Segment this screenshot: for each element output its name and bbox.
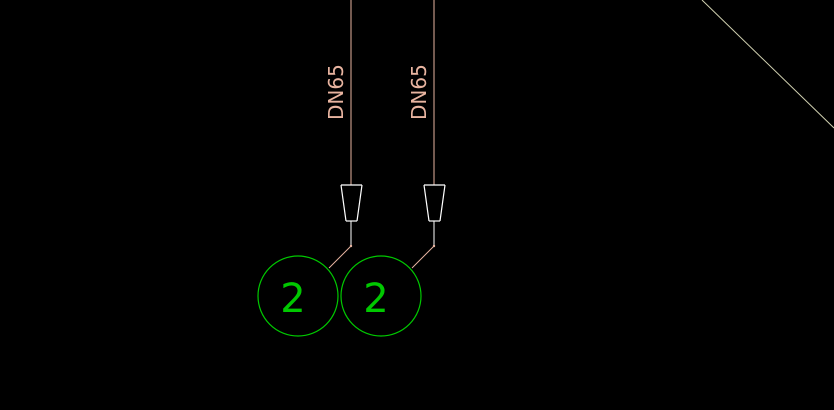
tag-number-2: 2: [363, 276, 388, 322]
tag-bubble-1[interactable]: 2: [257, 255, 339, 337]
tag-circle-1: [257, 255, 339, 337]
reducer-symbol-1: [340, 184, 363, 245]
pipe-assembly-2[interactable]: DN65 2: [340, 0, 446, 337]
tag-bubble-2[interactable]: 2: [340, 255, 422, 337]
leader-line-1: [328, 245, 352, 269]
pipe-end-dot-1: [349, 244, 353, 248]
reducer-symbol-2: [423, 184, 446, 245]
pipe-end-dot-2: [432, 244, 436, 248]
leader-line-2: [411, 245, 435, 269]
pipe-assembly-1[interactable]: DN65 2: [257, 0, 363, 337]
tag-number-1: 2: [280, 276, 305, 322]
pipe-size-label-1: DN65: [324, 64, 348, 120]
boundary-line: [701, 0, 834, 129]
tag-circle-2: [340, 255, 422, 337]
pipe-size-label-2: DN65: [407, 64, 431, 120]
